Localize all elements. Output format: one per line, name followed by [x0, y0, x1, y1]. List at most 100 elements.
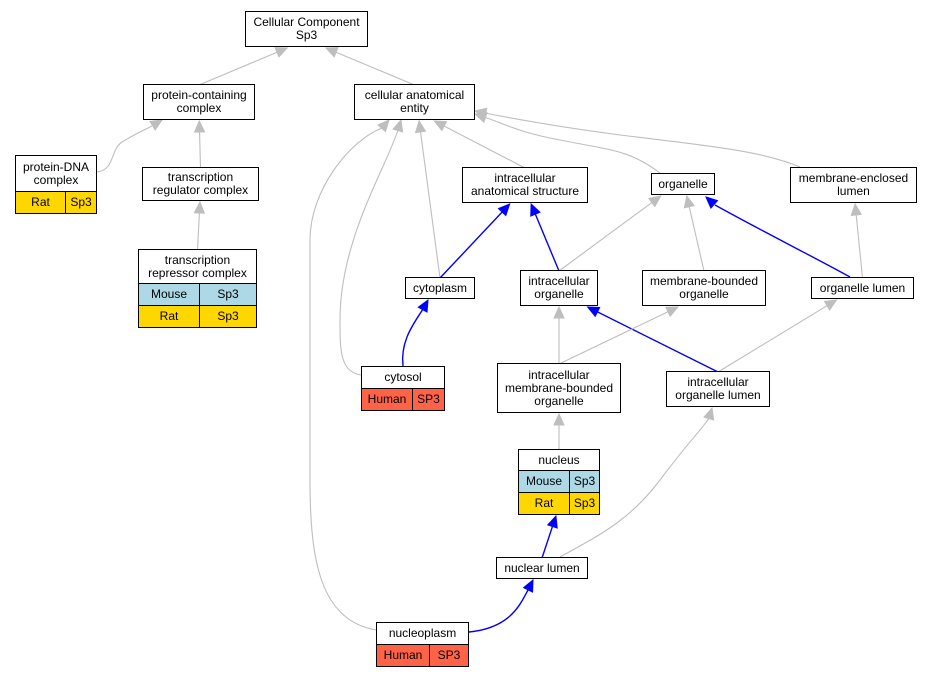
edge-cyto-to-ias-line — [439, 211, 503, 279]
edge-nl-to-nuc — [541, 514, 558, 559]
edge-nuc-to-imbo — [553, 412, 565, 450]
edge-mbo-to-org-arrowhead — [683, 194, 695, 209]
edge-trpc-to-trc — [193, 200, 206, 251]
edge-ias-to-cae — [433, 120, 526, 169]
edge-cyto-to-ias-arrowhead — [497, 203, 511, 217]
node-mbo[interactable]: membrane-bounded organelle — [642, 270, 766, 306]
edge-cytosol-to-cyto-line — [401, 308, 424, 367]
edge-io-to-ias-arrowhead — [530, 202, 541, 217]
edge-np-to-nl — [468, 578, 534, 633]
edge-np-to-nl-arrowhead — [522, 578, 534, 593]
edge-ol-to-org-arrowhead — [705, 196, 719, 209]
edge-pdna-to-pcc-line — [96, 125, 153, 173]
edge-trpc-to-trc-line — [196, 212, 200, 251]
node-nl[interactable]: nuclear lumen — [496, 557, 588, 579]
node-ias[interactable]: intracellular anatomical structure — [462, 167, 588, 203]
gene-cell: Sp3 — [65, 192, 96, 213]
edge-pcc-to-root-line — [198, 51, 278, 86]
edge-ol-to-mel-arrowhead — [850, 202, 863, 217]
node-label: Cellular Component Sp3 — [253, 15, 360, 42]
node-trc[interactable]: transcription regulator complex — [142, 167, 259, 201]
edge-imbo-to-mbo-line — [558, 311, 669, 365]
edge-trc-to-pcc-line — [199, 131, 202, 169]
edge-np-to-cae-arrowhead — [377, 119, 390, 133]
edge-nl-to-nuc-line — [541, 526, 554, 559]
edge-io-to-org — [558, 195, 662, 272]
node-imbo[interactable]: intracellular membrane-bounded organelle — [497, 363, 621, 413]
edge-cyto-to-cae — [414, 119, 441, 279]
edge-cytosol-to-cae — [339, 118, 404, 376]
edge-pcc-to-root-arrowhead — [274, 47, 289, 58]
gene-cell: SP3 — [412, 389, 444, 410]
edge-np-to-cae-line — [309, 127, 383, 631]
edge-pdna-to-pcc-arrowhead — [149, 119, 164, 131]
edge-cytosol-to-cyto — [401, 298, 429, 367]
node-label: membrane-bounded organelle — [649, 274, 759, 301]
edge-imbo-to-mbo-arrowhead — [665, 306, 679, 318]
node-iol[interactable]: intracellular organelle lumen — [666, 371, 770, 407]
edge-iol-to-ol — [717, 299, 838, 373]
node-cyto[interactable]: cytoplasm — [405, 277, 475, 299]
edge-mbo-to-org-line — [688, 206, 705, 272]
species-cell: Rat — [159, 309, 179, 323]
node-label: cytoplasm — [412, 280, 468, 295]
edge-org-to-cae-line — [483, 116, 661, 174]
node-io[interactable]: intracellular organelle — [520, 270, 598, 306]
edge-trc-to-pcc — [193, 119, 206, 169]
node-mel[interactable]: membrane-enclosed lumen — [790, 167, 917, 203]
edge-np-to-nl-line — [468, 589, 529, 633]
edge-io-to-org-line — [558, 202, 653, 272]
node-ol[interactable]: organelle lumen — [811, 277, 914, 299]
edge-ol-to-mel — [850, 202, 864, 279]
edge-nl-to-iol-arrowhead — [703, 406, 715, 421]
edge-cyto-to-ias — [439, 203, 511, 279]
node-root[interactable]: Cellular Component Sp3 — [245, 11, 368, 47]
node-pcc[interactable]: protein-containing complex — [143, 84, 255, 120]
edge-io-to-ias-line — [534, 213, 560, 272]
edge-iol-to-ol-arrowhead — [823, 299, 838, 311]
edge-ias-to-cae-arrowhead — [433, 120, 448, 132]
edge-cae-to-root-arrowhead — [324, 47, 339, 58]
edge-iol-to-io — [586, 306, 719, 373]
edge-ol-to-org-line — [714, 204, 851, 278]
edge-imbo-to-io-arrowhead — [553, 305, 565, 319]
edge-cytosol-to-cyto-arrowhead — [417, 298, 429, 313]
edge-imbo-to-io — [553, 305, 565, 364]
gene-cell: Sp3 — [569, 471, 599, 492]
edge-cytosol-to-cae-arrowhead — [392, 118, 404, 133]
node-label: nuclear lumen — [504, 560, 580, 575]
edge-io-to-ias — [530, 202, 560, 272]
node-label: intracellular organelle — [528, 274, 590, 301]
edge-trc-to-pcc-arrowhead — [193, 119, 206, 133]
gene-cell: Sp3 — [569, 493, 599, 514]
edge-pdna-to-pcc — [96, 119, 164, 173]
edge-nuc-to-imbo-arrowhead — [553, 412, 565, 426]
species-cell: Mouse — [150, 287, 188, 301]
node-label: protein-DNA complex — [22, 159, 90, 187]
gene-cell: SP3 — [429, 645, 468, 666]
edge-iol-to-io-line — [597, 311, 719, 373]
node-label: membrane-enclosed lumen — [798, 171, 909, 198]
node-org[interactable]: organelle — [651, 173, 715, 195]
edge-mel-to-cae-arrowhead — [473, 107, 488, 119]
edge-ol-to-mel-line — [855, 214, 864, 279]
node-label: organelle lumen — [819, 280, 906, 295]
edge-nl-to-iol-line — [559, 417, 710, 558]
node-label: intracellular organelle lumen — [675, 375, 761, 402]
node-label: intracellular membrane-bounded organelle — [504, 367, 614, 408]
node-label: cellular anatomical entity — [364, 88, 465, 115]
node-label: protein-containing complex — [151, 88, 247, 115]
node-cae[interactable]: cellular anatomical entity — [354, 84, 475, 120]
